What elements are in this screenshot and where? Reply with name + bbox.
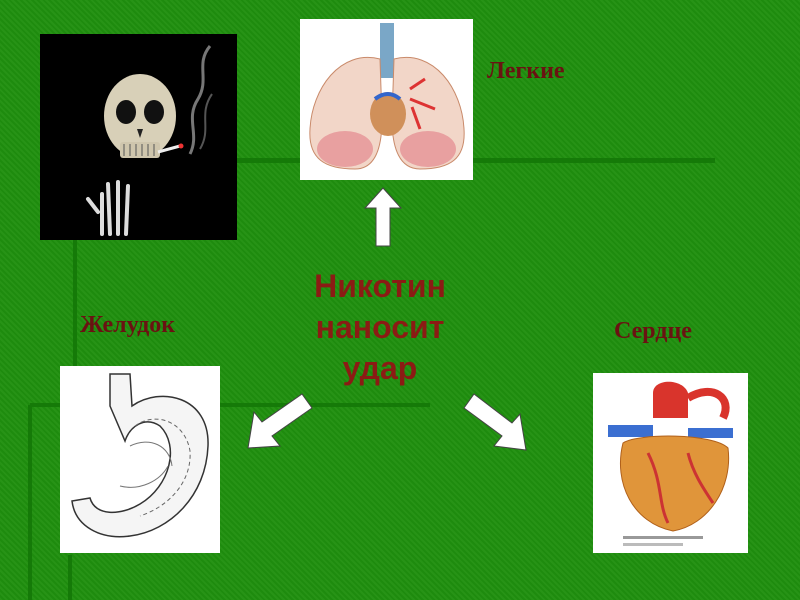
- heart-image: [593, 373, 748, 553]
- label-lungs: Легкие: [487, 58, 565, 85]
- decor-line: [28, 405, 32, 600]
- label-stomach: Желудок: [80, 312, 175, 339]
- center-text-line: удар: [300, 348, 460, 389]
- center-text-line: наносит: [300, 307, 460, 348]
- center-heading: Никотин наносит удар: [300, 266, 460, 389]
- center-text-line: Никотин: [300, 266, 460, 307]
- arrow-up-icon: [363, 186, 403, 248]
- decor-line: [68, 555, 72, 600]
- stomach-image: [60, 366, 220, 553]
- arrow-down-right-icon: [460, 390, 530, 454]
- skull-smoking-image: [40, 34, 237, 240]
- arrow-down-left-icon: [244, 390, 316, 454]
- label-heart: Сердце: [614, 318, 692, 345]
- lungs-image: [300, 19, 473, 180]
- decor-line: [73, 240, 77, 370]
